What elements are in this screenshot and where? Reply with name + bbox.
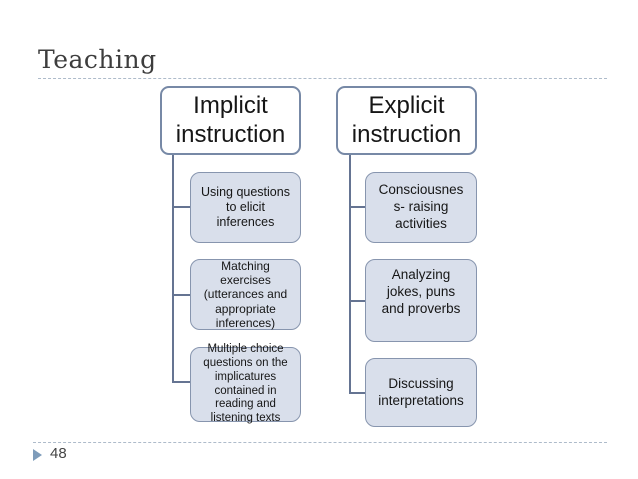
page-number: 48 [50, 445, 67, 462]
connector-stub-implicit-2 [172, 294, 190, 296]
connector-stub-explicit-3 [349, 392, 365, 394]
connector-stub-explicit-1 [349, 206, 365, 208]
child-box-matching-exercises: Matching exercises (utterances and appro… [190, 259, 301, 330]
child-box-analyzing-jokes: Analyzing jokes, puns and proverbs [365, 259, 477, 342]
header-box-implicit-instruction: Implicit instruction [160, 86, 301, 155]
child-box-discussing-interpretations: Discussing interpretations [365, 358, 477, 427]
connector-line-explicit [349, 155, 351, 393]
child-box-consciousness-raising: Consciousnes s- raising activities [365, 172, 477, 243]
header-box-explicit-instruction: Explicit instruction [336, 86, 477, 155]
connector-stub-implicit-1 [172, 206, 190, 208]
connector-line-implicit [172, 155, 174, 382]
slide-title: Teaching [38, 45, 157, 74]
child-box-using-questions: Using questions to elicit inferences [190, 172, 301, 243]
triangle-right-icon [33, 449, 42, 461]
connector-stub-explicit-2 [349, 300, 365, 302]
connector-stub-implicit-3 [172, 381, 190, 383]
footer-divider [33, 442, 607, 443]
child-box-multiple-choice: Multiple choice questions on the implica… [190, 343, 301, 424]
title-divider [38, 78, 607, 79]
